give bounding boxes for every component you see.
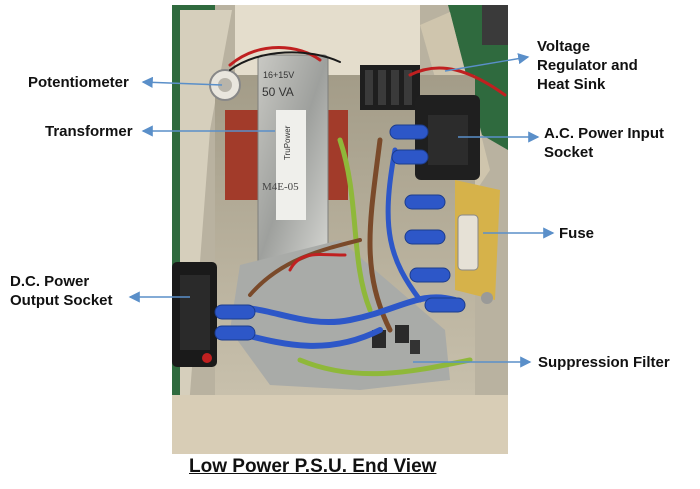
figure-caption: Low Power P.S.U. End View: [189, 456, 437, 477]
fuse-pcb-part: [455, 180, 500, 304]
potentiometer-part: [209, 69, 241, 101]
label-ac-input-line1: A.C. Power Input: [544, 125, 664, 142]
label-voltage-regulator-line3: Heat Sink: [537, 76, 606, 93]
label-ac-input-line2: Socket: [544, 144, 594, 161]
crimp-terminals: [214, 124, 466, 341]
label-transformer: Transformer: [45, 123, 133, 140]
transformer-handwritten: M4E-05: [262, 181, 299, 193]
ac-socket-part: [415, 95, 480, 180]
heat-sink-part: [360, 65, 420, 110]
label-dc-output-line1: D.C. Power: [10, 273, 90, 290]
label-ac-input: A.C. Power Input Socket: [544, 124, 664, 162]
pointer-arrows: [128, 53, 555, 368]
label-voltage-regulator-line2: Regulator and: [537, 57, 638, 74]
dc-socket-part: [172, 262, 217, 367]
label-dc-output-line2: Output Socket: [10, 292, 113, 309]
transformer-brand: TruPower: [283, 125, 292, 160]
transformer-rating: 50 VA: [262, 85, 294, 99]
transformer-part: 16+15V 50 VA TruPower M4E-05: [225, 54, 348, 266]
label-potentiometer: Potentiometer: [28, 74, 129, 91]
label-fuse: Fuse: [559, 225, 595, 242]
label-suppression-filter: Suppression Filter: [538, 354, 670, 371]
label-voltage-regulator-line1: Voltage: [537, 38, 591, 55]
transformer-marking-top: 16+15V: [263, 70, 294, 80]
arrow-voltage-regulator: [444, 53, 530, 72]
arrow-potentiometer: [141, 76, 223, 88]
metal-bracket: [230, 240, 450, 390]
suppression-filter-part: [372, 325, 420, 354]
label-voltage-regulator: Voltage Regulator and Heat Sink: [537, 37, 638, 94]
label-dc-output: D.C. Power Output Socket: [10, 272, 113, 310]
